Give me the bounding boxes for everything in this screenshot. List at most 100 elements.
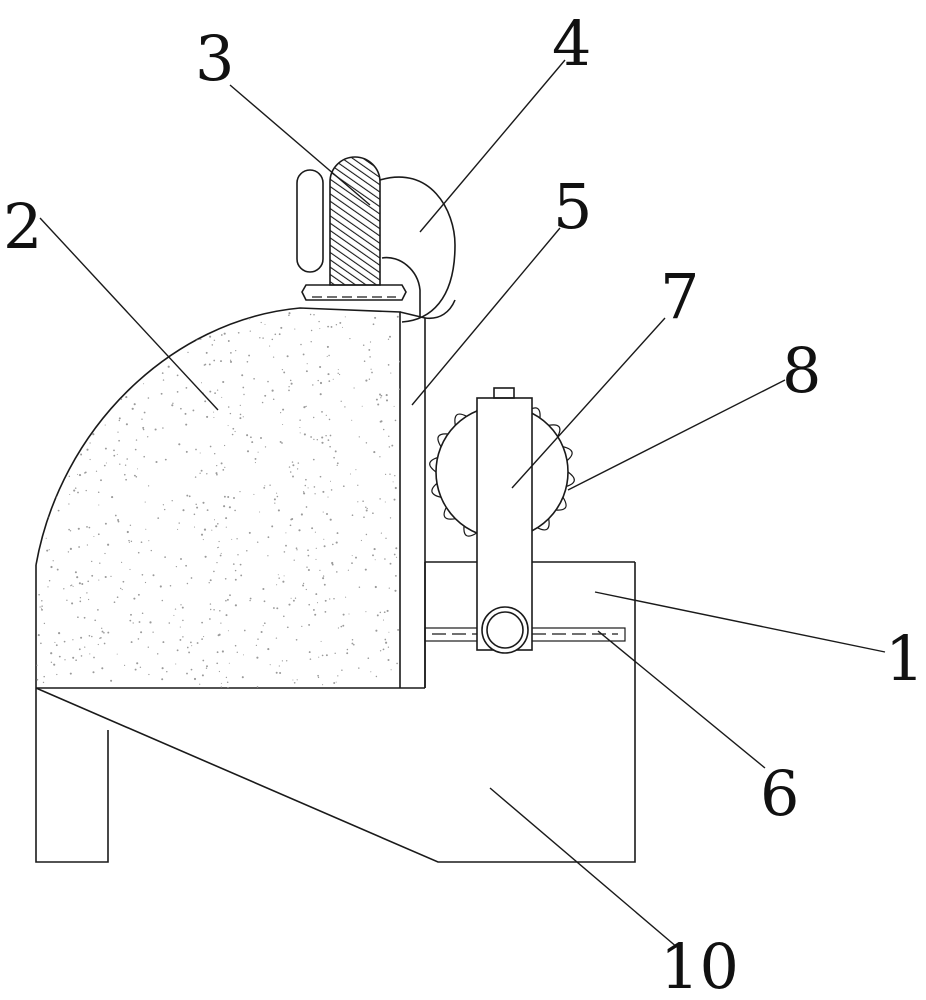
speckle-dot bbox=[129, 619, 132, 622]
speckle-dot bbox=[116, 653, 118, 655]
speckle-dot bbox=[227, 425, 229, 427]
speckle-dot bbox=[274, 333, 277, 336]
speckle-dot bbox=[101, 667, 104, 670]
speckle-dot bbox=[288, 603, 291, 606]
speckle-dot bbox=[89, 442, 91, 444]
speckle-dot bbox=[179, 638, 182, 641]
speckle-dot bbox=[190, 668, 193, 671]
speckle-dot bbox=[325, 512, 329, 516]
speckle-dot bbox=[199, 472, 201, 474]
speckle-dot bbox=[96, 305, 98, 307]
speckle-dot bbox=[347, 569, 350, 571]
speckle-dot bbox=[227, 686, 229, 688]
speckle-dot bbox=[229, 594, 231, 597]
speckle-dot bbox=[82, 362, 85, 365]
speckle-dot bbox=[71, 584, 73, 586]
speckle-dot bbox=[327, 439, 330, 441]
speckle-dot bbox=[148, 673, 150, 676]
cutter-tooth bbox=[443, 507, 456, 520]
speckle-dot bbox=[37, 634, 40, 637]
speckle-dot bbox=[306, 363, 308, 365]
label-4: 4 bbox=[552, 7, 591, 80]
speckle-dot bbox=[398, 360, 400, 363]
speckle-dot bbox=[185, 450, 188, 453]
speckle-dot bbox=[324, 599, 327, 602]
speckle-dot bbox=[42, 681, 45, 684]
speckle-dot bbox=[107, 543, 110, 546]
speckle-dot bbox=[41, 608, 43, 611]
speckle-dot bbox=[201, 621, 203, 624]
label-3: 3 bbox=[195, 22, 234, 95]
speckle-dot bbox=[325, 654, 328, 657]
speckle-dot bbox=[380, 532, 382, 534]
speckle-dot bbox=[278, 577, 280, 579]
speckle-dot bbox=[281, 368, 284, 371]
speckle-dot bbox=[280, 326, 283, 329]
speckle-dot bbox=[182, 636, 184, 638]
speckle-dot bbox=[389, 517, 392, 519]
speckle-dot bbox=[126, 361, 128, 363]
speckle-dot bbox=[322, 577, 325, 580]
speckle-dot bbox=[335, 541, 338, 544]
speckle-dot bbox=[329, 434, 332, 437]
speckle-dot bbox=[130, 641, 133, 644]
speckle-dot bbox=[71, 602, 74, 605]
speckle-dot bbox=[260, 630, 263, 634]
speckle-dot bbox=[394, 419, 397, 422]
speckle-dot bbox=[36, 541, 38, 543]
speckle-dot bbox=[336, 532, 339, 535]
speckle-dot bbox=[37, 533, 40, 536]
speckle-dot bbox=[142, 426, 145, 429]
speckle-dot bbox=[89, 653, 91, 655]
speckle-dot bbox=[322, 490, 325, 493]
speckle-dot bbox=[196, 642, 199, 644]
speckle-dot bbox=[70, 585, 72, 587]
speckle-dot bbox=[204, 400, 207, 403]
speckle-dot bbox=[193, 513, 196, 516]
speckle-dot bbox=[267, 555, 269, 557]
speckle-dot bbox=[51, 350, 55, 353]
speckle-dot bbox=[331, 561, 334, 565]
speckle-dot bbox=[285, 544, 287, 547]
speckle-dot bbox=[256, 686, 259, 688]
speckle-dot bbox=[180, 407, 182, 410]
speckle-dot bbox=[375, 675, 378, 678]
speckle-dot bbox=[271, 338, 274, 341]
speckle-dot bbox=[208, 582, 210, 584]
speckle-dot bbox=[111, 496, 114, 499]
speckle-dot bbox=[60, 356, 62, 358]
speckle-dot bbox=[386, 609, 389, 612]
speckle-dot bbox=[133, 305, 134, 306]
speckle-dot bbox=[272, 607, 275, 609]
speckle-dot bbox=[379, 420, 382, 423]
speckle-dot bbox=[45, 469, 48, 472]
speckle-dot bbox=[133, 597, 136, 600]
speckle-dot bbox=[132, 308, 135, 309]
speckle-dot bbox=[321, 654, 324, 657]
speckle-dot bbox=[213, 416, 215, 419]
speckle-dot bbox=[307, 487, 309, 489]
speckle-dot bbox=[101, 630, 104, 633]
speckle-dot bbox=[303, 433, 306, 436]
speckle-dot bbox=[329, 480, 332, 482]
speckle-dot bbox=[264, 394, 267, 397]
speckle-dot bbox=[227, 496, 230, 498]
speckle-dot bbox=[45, 434, 48, 437]
speckle-dot bbox=[264, 485, 266, 487]
speckle-dot bbox=[51, 433, 54, 436]
speckle-dot bbox=[141, 418, 143, 420]
speckle-dot bbox=[122, 580, 125, 583]
speckle-dot bbox=[113, 449, 115, 452]
speckle-dot bbox=[113, 454, 116, 457]
cutter-tooth bbox=[431, 482, 442, 498]
speckle-dot bbox=[37, 497, 39, 499]
speckle-dot bbox=[351, 562, 353, 564]
speckle-dot bbox=[78, 474, 82, 477]
speckle-dot bbox=[299, 419, 301, 421]
speckle-dot bbox=[248, 531, 251, 534]
speckle-dot bbox=[180, 558, 182, 560]
speckle-dot bbox=[302, 353, 305, 356]
speckle-dot bbox=[312, 458, 315, 461]
speckle-dot bbox=[129, 524, 132, 526]
speckle-dot bbox=[264, 323, 266, 325]
